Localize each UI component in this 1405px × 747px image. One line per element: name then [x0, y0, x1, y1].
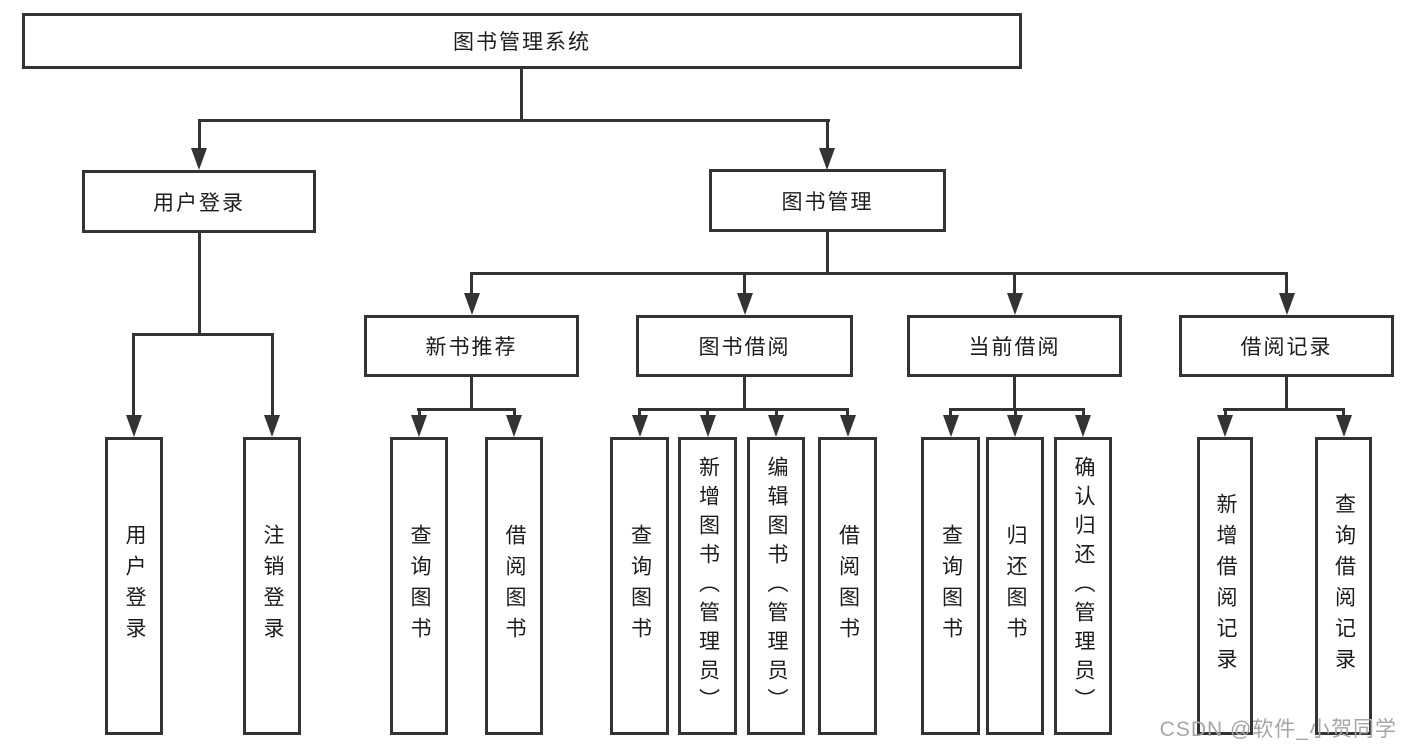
csdn-watermark: CSDN @软件_小贺同学: [1159, 718, 1397, 741]
leaf-confirm-return-admin: 确认归还（管理员）: [1054, 437, 1112, 735]
leaf-borrow-books: 借阅图书: [818, 437, 877, 735]
arrow-down-icon: [1279, 293, 1295, 315]
connector-bookmgmt-stem-2: [743, 272, 746, 293]
leaf-borrow-query-books: 查询图书: [610, 437, 669, 735]
arrow-down-icon: [768, 415, 784, 437]
connector-bookmgmt-stub: [826, 232, 829, 272]
arrow-down-icon: [632, 415, 648, 437]
connector-bookborrow-stub: [743, 377, 746, 408]
connector-bookborrow-stem-1: [638, 408, 641, 416]
connector-userlogin-stem-2: [271, 333, 274, 417]
leaf-query-borrow-record: 查询借阅记录: [1315, 437, 1372, 735]
leaf-newrec-borrow-books: 借阅图书: [485, 437, 543, 735]
leaf-add-books-admin: 新增图书（管理员）: [678, 437, 737, 735]
leaf-edit-books-admin: 编辑图书（管理员）: [747, 437, 805, 735]
connector-root-stem-left: [198, 119, 201, 149]
arrow-down-icon: [1007, 415, 1023, 437]
leaf-newrec-query-books: 查询图书: [390, 437, 448, 735]
arrow-down-icon: [411, 415, 427, 437]
connector-borrowrec-branch: [1223, 408, 1345, 411]
arrow-down-icon: [1217, 415, 1233, 437]
connector-bookmgmt-stem-1: [470, 272, 473, 293]
arrow-down-icon: [700, 415, 716, 437]
node-borrow-records: 借阅记录: [1179, 315, 1394, 377]
connector-bookborrow-stem-2: [706, 408, 709, 416]
arrow-down-icon: [191, 148, 207, 170]
node-new-book-recommend: 新书推荐: [364, 315, 579, 377]
arrow-down-icon: [464, 293, 480, 315]
node-book-management: 图书管理: [709, 169, 946, 232]
arrow-down-icon: [1075, 415, 1091, 437]
connector-bookmgmt-branch: [470, 272, 1288, 275]
connector-newrec-stem-1: [418, 408, 421, 416]
connector-userlogin-stub: [198, 233, 201, 333]
connector-bookborrow-branch: [638, 408, 849, 411]
connector-borrowrec-stem-1: [1224, 408, 1227, 416]
connector-newrec-branch: [417, 408, 516, 411]
connector-curborrow-stem-1: [949, 408, 952, 416]
leaf-add-borrow-record: 新增借阅记录: [1197, 437, 1253, 735]
connector-curborrow-branch: [949, 408, 1085, 411]
connector-root-branch: [198, 119, 830, 122]
node-book-borrow: 图书借阅: [636, 315, 853, 377]
connector-newrec-stem-2: [513, 408, 516, 416]
connector-bookborrow-stem-3: [775, 408, 778, 416]
connector-borrowrec-stem-2: [1342, 408, 1345, 416]
node-root: 图书管理系统: [22, 13, 1022, 69]
connector-curborrow-stem-3: [1082, 408, 1085, 416]
arrow-down-icon: [126, 415, 142, 437]
leaf-current-query-books: 查询图书: [921, 437, 980, 735]
connector-borrowrec-stub: [1285, 377, 1288, 408]
connector-root-stem-right: [826, 119, 829, 149]
connector-curborrow-stem-2: [1014, 408, 1017, 416]
arrow-down-icon: [1007, 293, 1023, 315]
connector-curborrow-stub: [1013, 377, 1016, 408]
connector-bookmgmt-stem-3: [1013, 272, 1016, 293]
node-current-borrow: 当前借阅: [907, 315, 1122, 377]
connector-userlogin-stem-1: [132, 333, 135, 417]
arrow-down-icon: [264, 415, 280, 437]
arrow-down-icon: [737, 293, 753, 315]
connector-bookborrow-stem-4: [846, 408, 849, 416]
connector-bookmgmt-stem-4: [1285, 272, 1288, 293]
connector-root-stub: [520, 69, 523, 120]
arrow-down-icon: [943, 415, 959, 437]
leaf-logout: 注销登录: [243, 437, 301, 735]
arrow-down-icon: [1336, 415, 1352, 437]
leaf-user-login: 用户登录: [105, 437, 163, 735]
arrow-down-icon: [506, 415, 522, 437]
connector-userlogin-branch: [132, 333, 274, 336]
connector-newrec-stub: [470, 377, 473, 408]
leaf-return-books: 归还图书: [986, 437, 1044, 735]
arrow-down-icon: [819, 148, 835, 170]
node-user-login: 用户登录: [82, 170, 316, 233]
arrow-down-icon: [840, 415, 856, 437]
